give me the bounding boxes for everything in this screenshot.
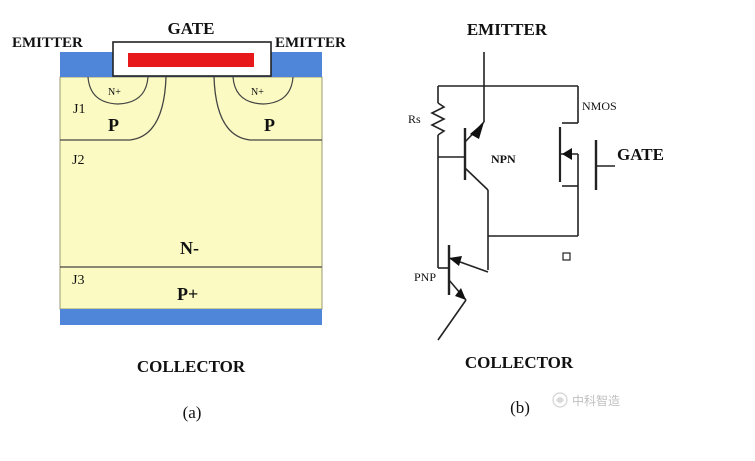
collector-lead (437, 299, 467, 341)
j2-label: J2 (72, 153, 84, 168)
n-plus-right-label: N+ (251, 87, 264, 98)
rs-resistor (430, 102, 446, 136)
p-right-label: P (264, 115, 275, 135)
p-plus-label: P+ (177, 284, 198, 304)
j1-label: J1 (73, 102, 85, 117)
caption-b: (b) (510, 398, 530, 417)
nmos-label: NMOS (582, 99, 617, 113)
caption-a: (a) (183, 403, 202, 422)
collector-label-b: COLLECTOR (465, 353, 574, 372)
silicon-body (59, 76, 323, 310)
watermark-text: 中科智造 (572, 393, 620, 408)
pnp-emitter-arrow (449, 256, 462, 266)
pnp-label: PNP (414, 270, 436, 284)
p-well-right (213, 76, 322, 141)
npn-collector (464, 167, 489, 191)
n-plus-right-region (232, 76, 294, 105)
gate-label-b: GATE (617, 145, 664, 164)
collector-label-a: COLLECTOR (137, 357, 246, 376)
n-plus-left-region (87, 76, 149, 105)
emitter-label-b: EMITTER (467, 20, 548, 39)
pnp-collector-arrow (455, 288, 466, 300)
gate-poly (128, 53, 254, 67)
watermark: 中科智造 (552, 392, 620, 408)
gate-label-a: GATE (168, 19, 215, 38)
watermark-logo-icon (552, 392, 568, 408)
emitter-right-label: EMITTER (275, 35, 346, 51)
igbt-equivalent-circuit (430, 52, 615, 341)
npn-label: NPN (491, 152, 516, 166)
emitter-left-label: EMITTER (12, 35, 83, 51)
n-minus-label: N- (180, 238, 199, 258)
p-left-label: P (108, 115, 119, 135)
rs-label: Rs (408, 112, 421, 126)
p-well-left (60, 76, 167, 141)
collector-metal (60, 309, 322, 325)
nmos-body-arrow (562, 148, 572, 160)
npn-emitter-arrow (470, 122, 484, 139)
marker-square (562, 252, 571, 261)
n-plus-left-label: N+ (108, 87, 121, 98)
j3-label: J3 (72, 273, 84, 288)
igbt-cross-section: GATE EMITTER EMITTER N+ N+ J1 P P J2 N- … (12, 19, 346, 422)
